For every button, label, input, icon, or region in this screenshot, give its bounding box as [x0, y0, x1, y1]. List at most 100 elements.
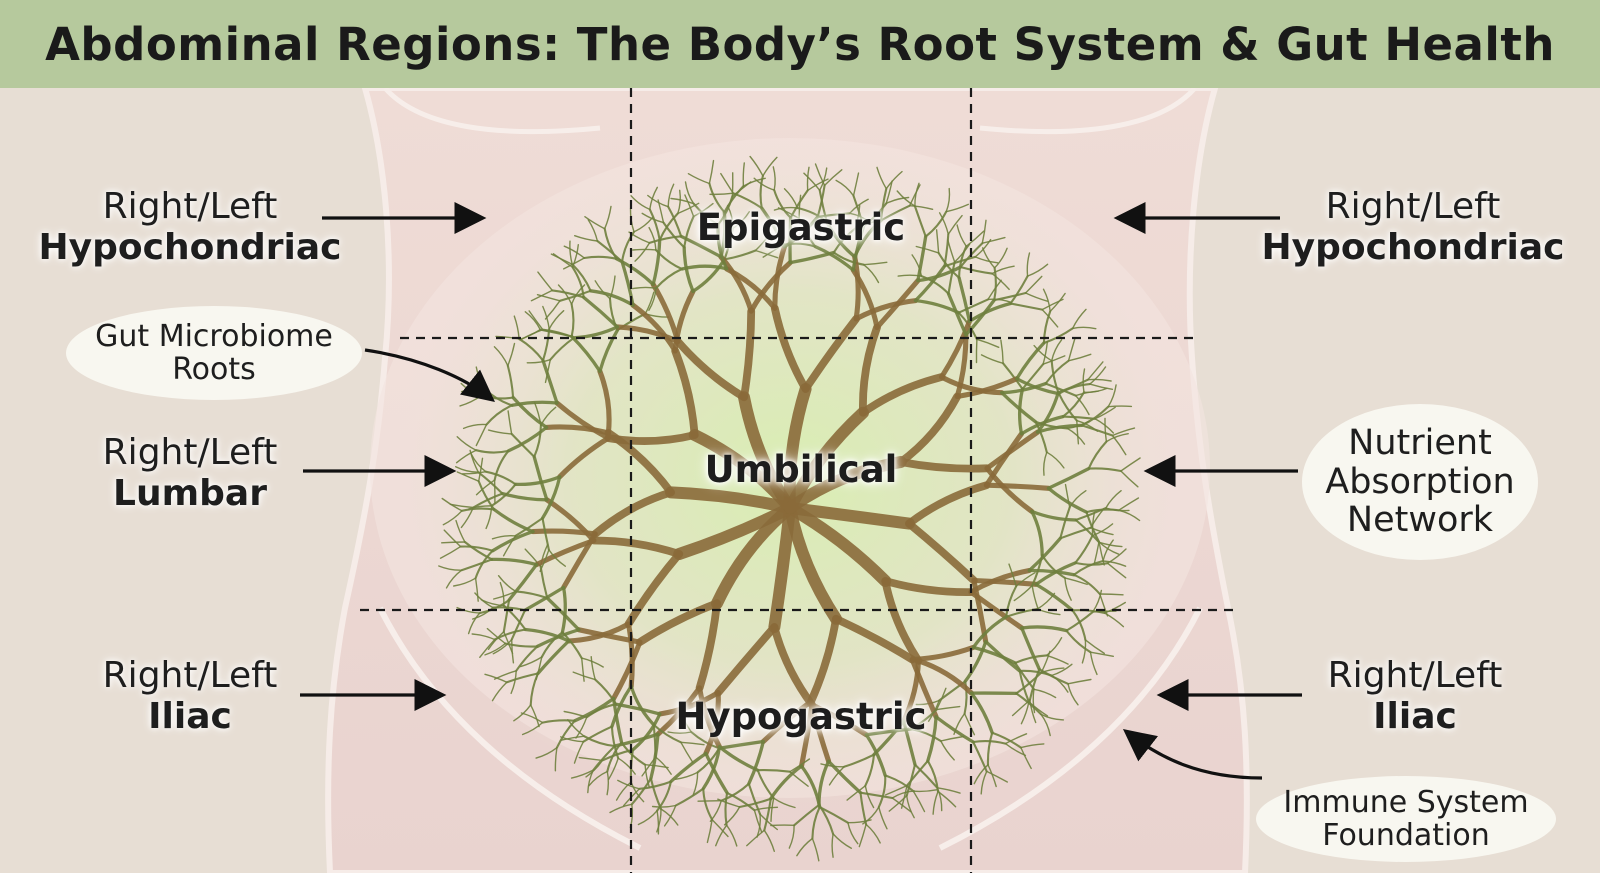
callout-line-2: Roots: [172, 352, 256, 387]
label-line-2: Hypochondriac: [1261, 227, 1565, 269]
root-branch: [674, 787, 705, 807]
root-branch: [523, 627, 571, 643]
root-branch: [455, 449, 477, 464]
root-branch: [968, 567, 1032, 595]
root-branch: [809, 702, 869, 738]
root-branch: [853, 298, 919, 322]
root-branch: [548, 310, 565, 330]
root-branch: [984, 465, 1035, 514]
root-branch: [491, 535, 517, 540]
root-branch: [968, 589, 1025, 631]
root-branch: [1033, 344, 1053, 362]
root-branch: [981, 236, 1006, 244]
root-branch: [971, 645, 1017, 665]
chest-curve-right: [979, 88, 1197, 135]
root-branch: [877, 774, 887, 809]
root-branch: [644, 764, 651, 789]
root-branch: [456, 436, 477, 451]
root-branch: [731, 181, 752, 197]
root-branch: [573, 696, 616, 723]
arrow-immune: [1122, 729, 1263, 780]
root-branch: [874, 278, 921, 331]
root-branch: [1094, 406, 1116, 420]
root-branch: [513, 475, 562, 487]
root-branch: [1020, 746, 1032, 770]
root-branch: [620, 260, 635, 307]
root-branch: [614, 324, 681, 345]
root-branch: [770, 304, 810, 393]
root-branch: [673, 502, 796, 560]
root-branch: [742, 162, 745, 187]
root-branch: [442, 510, 463, 526]
root-branch: [832, 614, 917, 664]
root-branch: [991, 731, 1022, 749]
root-branch: [831, 833, 834, 858]
root-branch: [885, 180, 893, 205]
root-branch: [876, 166, 887, 190]
root-branch: [1014, 654, 1048, 665]
root-branch: [521, 721, 544, 736]
root-branch: [497, 575, 517, 593]
root-branch: [493, 346, 509, 367]
root-branch: [974, 256, 999, 264]
root-branch: [680, 741, 694, 763]
root-branch: [460, 558, 494, 572]
root-branch: [881, 577, 923, 665]
root-branch: [864, 753, 875, 787]
root-branch: [1111, 427, 1136, 437]
root-branch: [1011, 699, 1031, 717]
root-branch: [472, 606, 494, 620]
root-branch: [1040, 713, 1051, 737]
root-branch: [479, 638, 496, 658]
root-branch: [506, 364, 515, 399]
root-branch: [587, 769, 595, 794]
callout-line-1: Immune System: [1283, 785, 1529, 820]
root-branch: [803, 172, 821, 191]
root-branch: [825, 220, 857, 259]
root-branch: [634, 242, 651, 262]
root-branch: [972, 740, 988, 773]
root-branch: [551, 289, 585, 299]
root-branch: [811, 806, 821, 840]
left-groin-line: [377, 606, 642, 851]
root-branch: [1000, 339, 1004, 364]
root-branch: [896, 190, 916, 207]
root-branch: [926, 715, 938, 763]
callout-immune-system: Immune System Foundation: [1256, 776, 1556, 862]
root-branch: [732, 211, 750, 229]
root-branch: [1111, 434, 1127, 456]
root-branch: [658, 212, 679, 242]
root-branch: [637, 810, 658, 826]
root-branch: [470, 453, 487, 473]
root-branch: [656, 808, 662, 833]
root-branch: [603, 227, 618, 260]
root-branch: [684, 194, 695, 218]
root-branch: [467, 612, 481, 635]
root-branch: [1041, 298, 1064, 311]
root-branch: [1065, 629, 1092, 654]
root-branch: [702, 787, 714, 821]
root-branch: [641, 212, 665, 224]
root-branch: [1057, 378, 1089, 394]
root-branch: [518, 337, 545, 362]
root-branch: [636, 599, 721, 646]
root-branch: [576, 627, 643, 645]
root-branch: [554, 400, 611, 441]
root-branch: [799, 764, 822, 809]
root-branch: [520, 329, 544, 340]
root-branch: [611, 639, 643, 702]
root-branch: [711, 818, 729, 838]
root-branch: [657, 199, 665, 224]
root-branch: [863, 264, 880, 284]
root-branch: [1118, 497, 1140, 511]
root-branch: [749, 155, 764, 177]
root-branch: [863, 261, 888, 266]
root-branch: [513, 704, 532, 722]
root-branch: [972, 740, 1007, 745]
root-branch: [649, 186, 658, 211]
root-branch: [660, 808, 679, 826]
root-branch: [1026, 252, 1031, 277]
root-branch: [783, 188, 799, 209]
root-branch: [901, 658, 921, 724]
root-branch: [571, 244, 579, 268]
